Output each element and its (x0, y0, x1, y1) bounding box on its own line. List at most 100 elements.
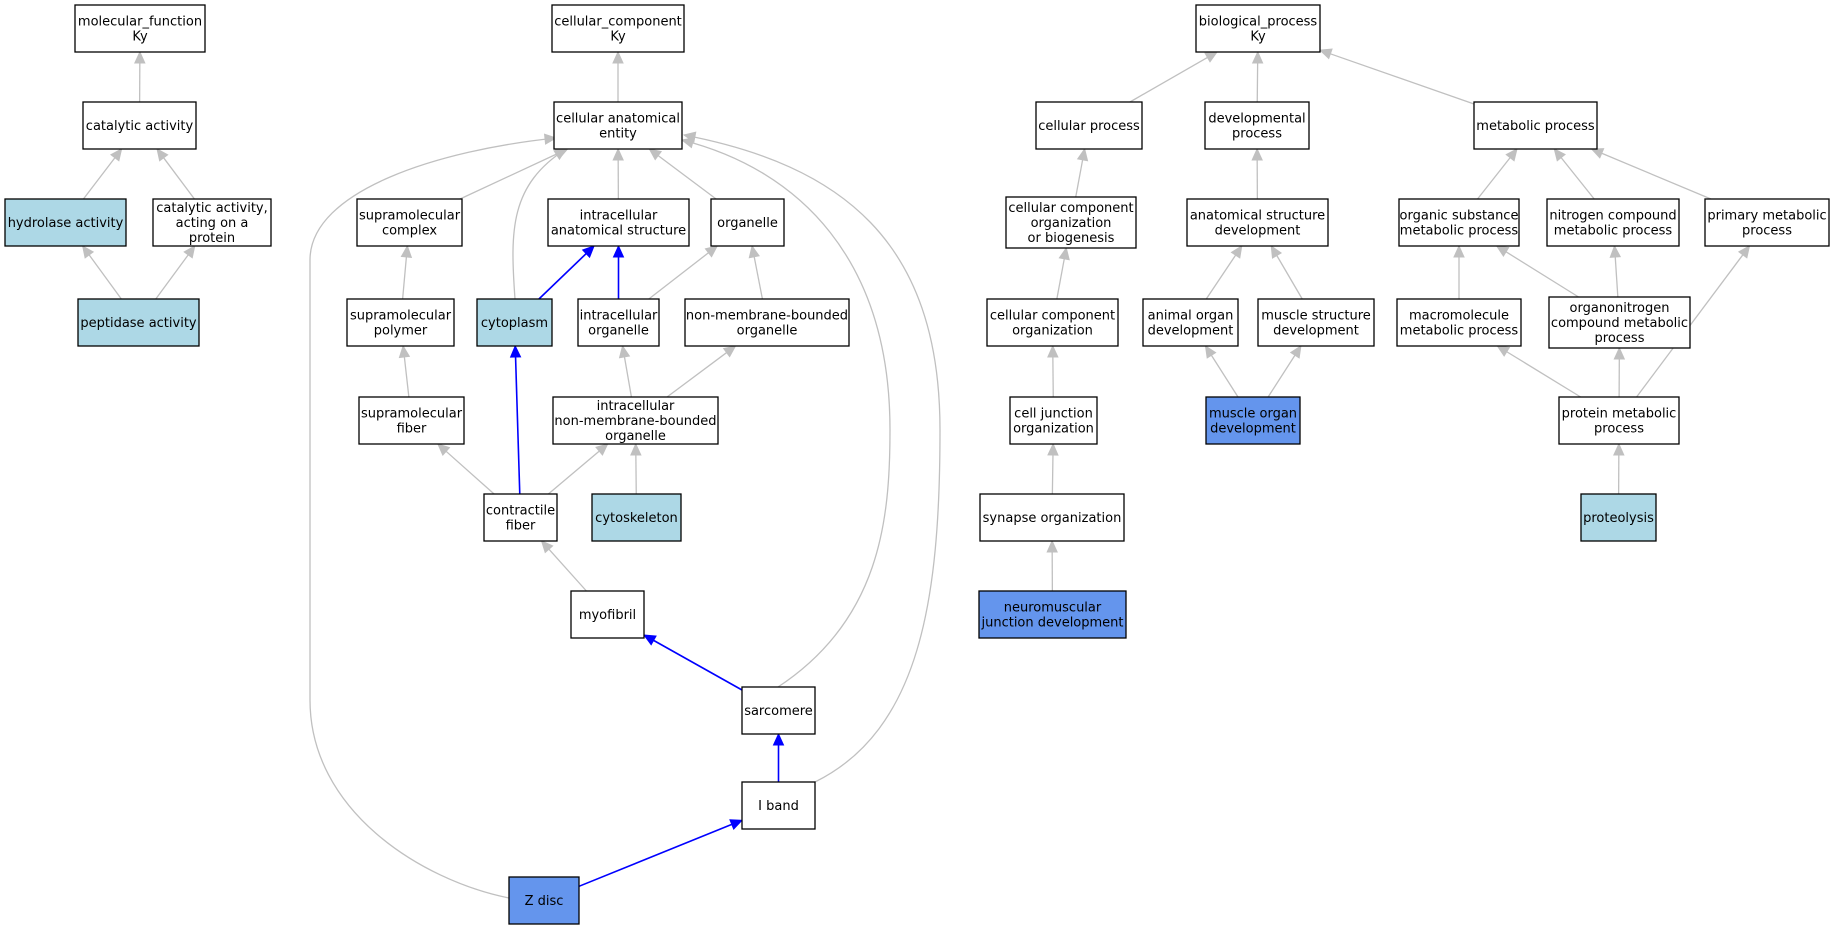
edge-arrowhead (612, 147, 624, 161)
edge-arrowhead (553, 148, 568, 161)
node-label-line: process (1232, 127, 1282, 142)
node-box (553, 101, 683, 150)
edge-line (623, 356, 633, 398)
node-label-line: contractile (486, 504, 555, 519)
node-box (346, 298, 455, 347)
edge-arrowhead (134, 50, 146, 64)
node-label-line: process (1595, 331, 1645, 346)
edge-arrowhead (1251, 50, 1264, 64)
node-box (1546, 198, 1680, 247)
go-term-node-metproc[interactable]: metabolic process (1473, 101, 1598, 150)
edge-line (657, 155, 717, 200)
go-term-node-zdisc[interactable]: Z disc (508, 876, 580, 925)
edge-line (666, 352, 728, 398)
edge-arrowhead (1318, 48, 1333, 60)
node-label-line: junction development (980, 616, 1123, 631)
node-box (684, 298, 850, 347)
go-term-node-peptidase[interactable]: peptidase activity (77, 298, 200, 347)
edge-line (1614, 256, 1619, 298)
go-term-node-inmbo[interactable]: intracellularnon-membrane-boundedorganel… (552, 396, 719, 445)
node-label-line: macromolecule (1409, 309, 1509, 324)
edge-arrowhead (110, 148, 123, 162)
edge-msd-to-asd (1270, 244, 1303, 300)
node-box (1009, 396, 1098, 445)
node-label-line: fiber (506, 519, 536, 534)
node-label-line: catalytic activity (86, 119, 194, 134)
node-box (741, 781, 816, 830)
node-box (570, 590, 645, 639)
node-label-line: polymer (374, 324, 428, 339)
edge-line (309, 137, 557, 899)
node-box (1548, 296, 1691, 349)
edge-peptidase-to-hydrolase (81, 245, 122, 300)
node-label-line: sarcomere (744, 704, 813, 719)
edge-arrowhead (156, 148, 169, 162)
edge-arrowhead (618, 344, 631, 359)
node-label-line: organelle (588, 324, 649, 339)
go-term-node-cytoskeleton[interactable]: cytoskeleton (591, 493, 682, 542)
edge-line (1056, 258, 1065, 300)
go-term-node-hydrolase[interactable]: hydrolase activity (4, 198, 127, 247)
edge-arrowhead (772, 732, 785, 746)
go-term-node-catalytic[interactable]: catalytic activity (82, 101, 197, 150)
node-box (710, 198, 785, 247)
go-term-node-iband[interactable]: I band (741, 781, 816, 830)
edge-protmp-to-mmp (1496, 345, 1581, 398)
edge-line (512, 148, 567, 300)
node-label-line: cellular_component (554, 15, 682, 30)
edge-inmbo-to-intorg (618, 344, 633, 398)
node-label-line: cytoplasm (481, 316, 548, 331)
node-box (1704, 198, 1830, 247)
edge-arrowhead (1609, 244, 1622, 258)
go-term-node-synorg[interactable]: synapse organization (979, 493, 1125, 542)
node-box (77, 298, 200, 347)
go-term-node-organelle[interactable]: organelle (710, 198, 785, 247)
edge-cae-to-cc (612, 50, 624, 102)
go-term-node-myofibril[interactable]: myofibril (570, 590, 645, 639)
go-term-node-sarcomere[interactable]: sarcomere (741, 686, 816, 735)
edge-iband-to-cae (682, 131, 941, 783)
edge-sarcomere-to-myofibril (642, 634, 743, 691)
go-term-node-cytoplasm[interactable]: cytoplasm (476, 298, 553, 347)
edge-line (1505, 251, 1579, 298)
edge-line (401, 256, 408, 300)
node-label-line: development (1148, 324, 1234, 339)
edge-line (1560, 157, 1595, 200)
edge-line (82, 157, 116, 200)
edge-line (548, 548, 587, 592)
node-label-line: nitrogen compound (1549, 209, 1676, 224)
edge-line (1051, 454, 1054, 495)
go-term-node-cellproc[interactable]: cellular process (1035, 101, 1143, 150)
edge-arrowhead (1204, 344, 1217, 359)
node-label-line: biological_process (1199, 15, 1318, 30)
edge-line (681, 139, 891, 688)
go-term-node-proteolysis[interactable]: proteolysis (1580, 493, 1657, 542)
